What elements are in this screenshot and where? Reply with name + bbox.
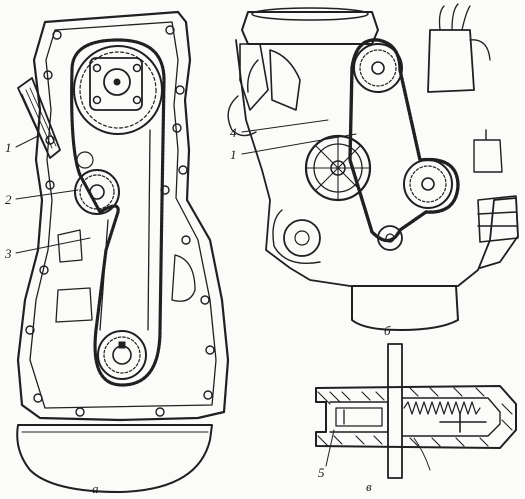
air-filter-cover <box>251 7 369 21</box>
leader-a3 <box>15 237 91 254</box>
camshaft-pulley <box>353 43 403 93</box>
panel-letter-a: а <box>92 481 99 496</box>
oil-filter <box>477 195 519 243</box>
leader-v5 <box>325 429 335 467</box>
callout-a-1: 1 <box>5 140 12 155</box>
leader-b4 <box>241 119 329 133</box>
chain-tensioner-shoe <box>17 77 61 159</box>
timing-chain <box>70 38 166 387</box>
block-inner-rim <box>29 21 217 409</box>
callout-v-5: 5 <box>318 465 325 480</box>
intermediate-sprocket <box>74 151 120 215</box>
alternator <box>272 209 321 264</box>
mounting-flange <box>387 343 403 479</box>
engine-sump <box>351 285 459 331</box>
leader-b1 <box>241 133 357 155</box>
panel-letter-v: в <box>366 479 372 494</box>
section-hatching <box>317 387 513 447</box>
leader-v-spring <box>413 437 431 471</box>
plunger-spring <box>403 401 481 415</box>
fuel-pump <box>473 129 503 173</box>
crankshaft-pulley <box>377 225 403 251</box>
plunger <box>335 407 383 427</box>
plunger-bore <box>329 397 501 437</box>
ratchet-pin <box>439 411 487 433</box>
drive-belt <box>348 38 460 243</box>
panel-letter-b: б <box>384 323 391 338</box>
block-cavity <box>55 229 196 323</box>
ignition-distributor <box>427 3 491 93</box>
panel-a-engine-front <box>15 10 230 493</box>
auxiliary-pulley <box>403 159 453 209</box>
callout-a-2: 2 <box>5 192 12 207</box>
water-pump-pulley <box>304 134 372 202</box>
leader-a2 <box>15 189 79 200</box>
fuel-lines <box>227 59 259 137</box>
rim-bolts <box>25 25 215 417</box>
callout-b-4: 4 <box>230 125 237 140</box>
panel-v-tensioner-section <box>315 343 517 479</box>
cylinder-block-outline <box>16 10 230 422</box>
oil-pan <box>16 424 213 493</box>
camshaft-sprocket <box>73 45 163 135</box>
callout-b-1: 1 <box>230 147 237 162</box>
tensioner-housing <box>315 385 517 449</box>
leader-a1 <box>15 134 41 148</box>
crankshaft-sprocket <box>97 330 147 380</box>
panel-b-engine-side <box>227 3 519 331</box>
callout-a-3: 3 <box>5 246 12 261</box>
chain-inner-run <box>99 129 151 331</box>
engine-body-outline <box>235 39 519 287</box>
